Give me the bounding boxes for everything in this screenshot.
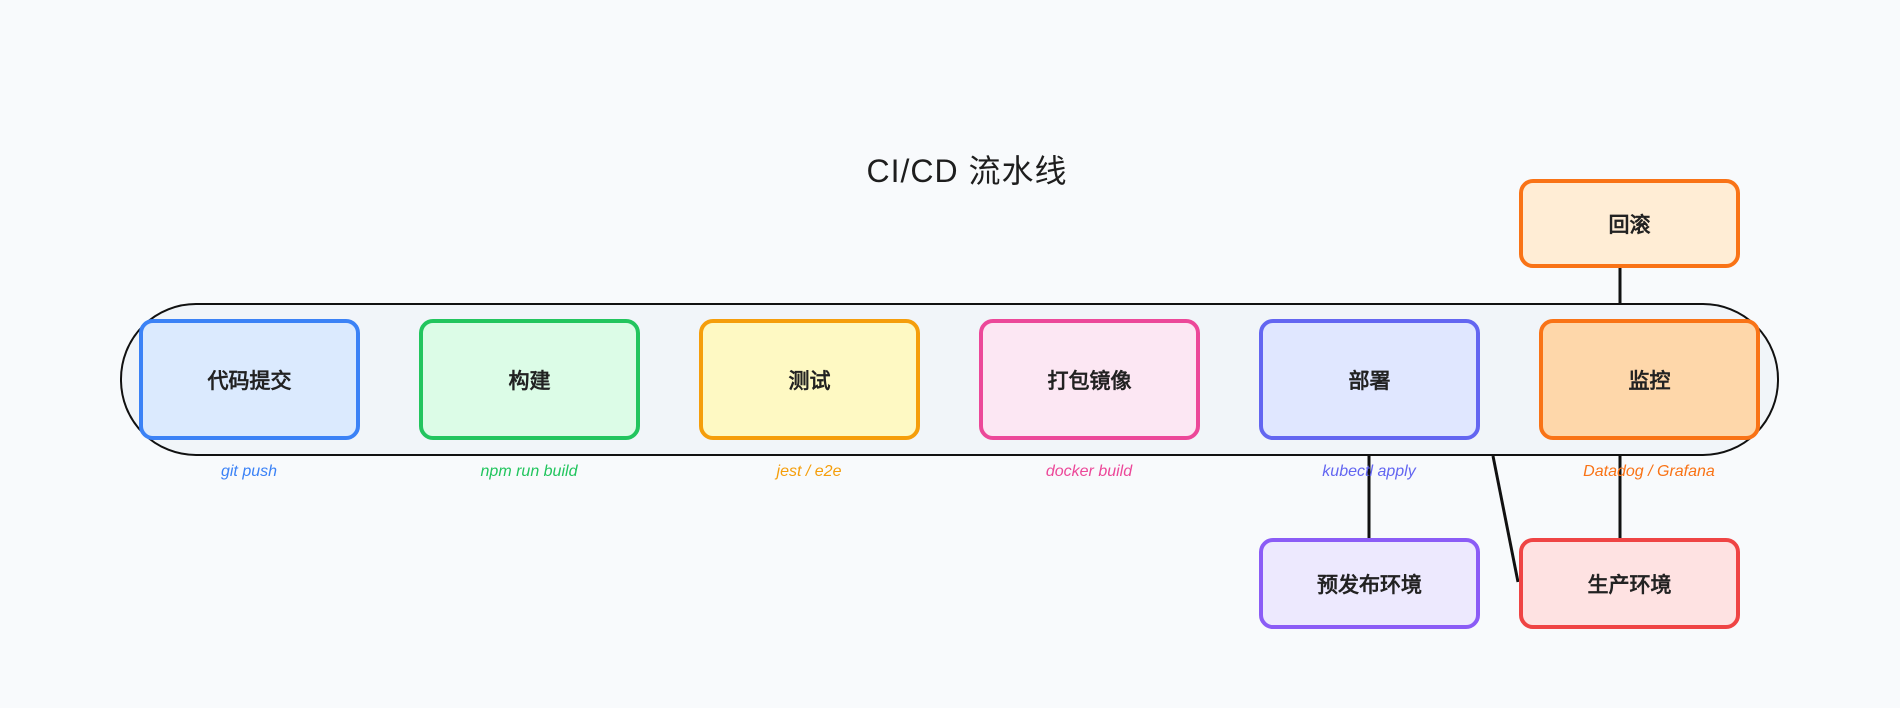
stage-sublabel: git push	[220, 463, 278, 480]
stage-label: 代码提交	[207, 369, 292, 393]
stage-node[interactable]: 代码提交	[139, 319, 360, 440]
diagram-title: CI/CD 流水线	[866, 153, 1068, 189]
node-rollback[interactable]: 回滚	[1519, 179, 1740, 268]
stage-label: 监控	[1628, 369, 1671, 393]
stage-sublabel: npm run build	[480, 463, 578, 480]
deploy-production-line	[1491, 455, 1520, 583]
node-production[interactable]: 生产环境	[1519, 538, 1740, 629]
stage-node[interactable]: 部署	[1259, 319, 1480, 440]
stage-label: 打包镜像	[1047, 369, 1132, 393]
stage-sublabel: kubectl apply	[1322, 463, 1416, 480]
stage-node[interactable]: 打包镜像	[979, 319, 1200, 440]
stage-sublabel: jest / e2e	[776, 463, 842, 480]
pipeline-lane	[120, 303, 1779, 456]
stage-sublabel: docker build	[1045, 463, 1133, 480]
node-staging[interactable]: 预发布环境	[1259, 538, 1480, 629]
stage-node[interactable]: 构建	[419, 319, 640, 440]
stage-sublabel: Datadog / Grafana	[1583, 463, 1715, 480]
node-label: 回滚	[1608, 213, 1651, 237]
stage-label: 构建	[508, 369, 551, 393]
node-label: 预发布环境	[1317, 573, 1422, 597]
node-label: 生产环境	[1587, 573, 1672, 597]
stage-label: 测试	[788, 369, 831, 393]
stage-node[interactable]: 测试	[699, 319, 920, 440]
stage-node[interactable]: 监控	[1539, 319, 1760, 440]
stage-label: 部署	[1348, 369, 1391, 393]
